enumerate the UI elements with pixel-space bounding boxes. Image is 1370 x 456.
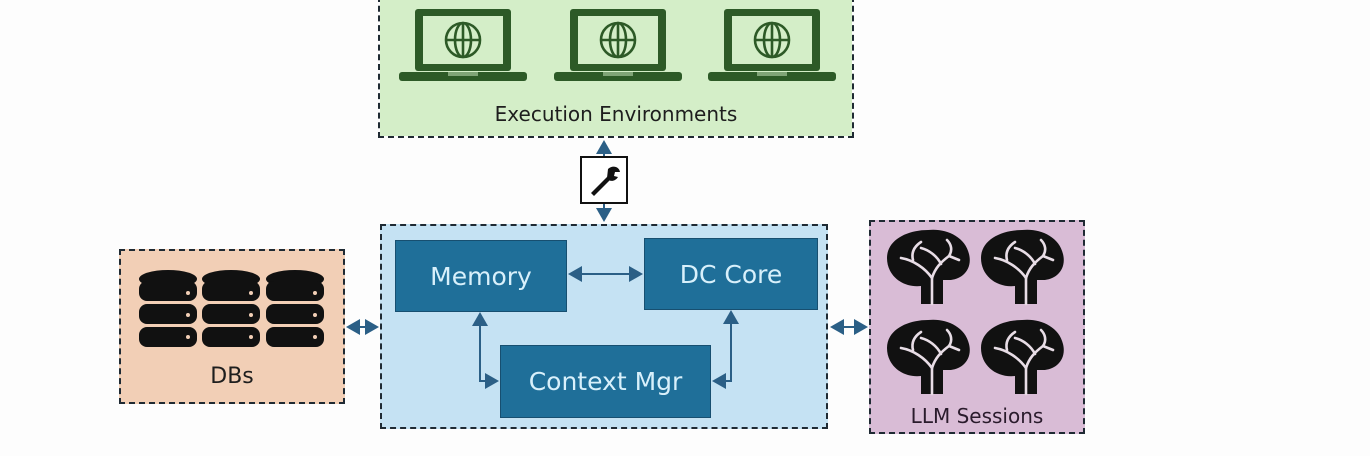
memory-module: Memory bbox=[395, 240, 567, 312]
tool-box bbox=[580, 156, 628, 204]
execution-environments-label: Execution Environments bbox=[494, 102, 738, 126]
brain-icon bbox=[883, 226, 973, 306]
database-icon bbox=[201, 269, 261, 349]
brain-icon bbox=[977, 226, 1067, 306]
edge-memory-contextmgr bbox=[472, 312, 499, 389]
database-icon bbox=[138, 269, 198, 349]
context-mgr-module: Context Mgr bbox=[500, 345, 711, 418]
context-mgr-label: Context Mgr bbox=[528, 367, 683, 396]
memory-label: Memory bbox=[430, 261, 532, 291]
dbs-label: DBs bbox=[210, 364, 254, 389]
llm-sessions-label: LLM Sessions bbox=[910, 404, 1044, 428]
brain-icon bbox=[977, 316, 1067, 396]
dc-core-module: DC Core bbox=[644, 238, 818, 310]
dc-core-label: DC Core bbox=[679, 259, 783, 289]
brain-icon bbox=[883, 316, 973, 396]
database-icon bbox=[265, 269, 325, 349]
dbs-group: DBs bbox=[119, 249, 345, 404]
execution-environments-group: Execution Environments bbox=[378, 0, 854, 138]
edge-dccore-contextmgr bbox=[712, 310, 739, 389]
llm-sessions-group: LLM Sessions bbox=[869, 220, 1085, 434]
wrench-icon bbox=[591, 166, 620, 196]
